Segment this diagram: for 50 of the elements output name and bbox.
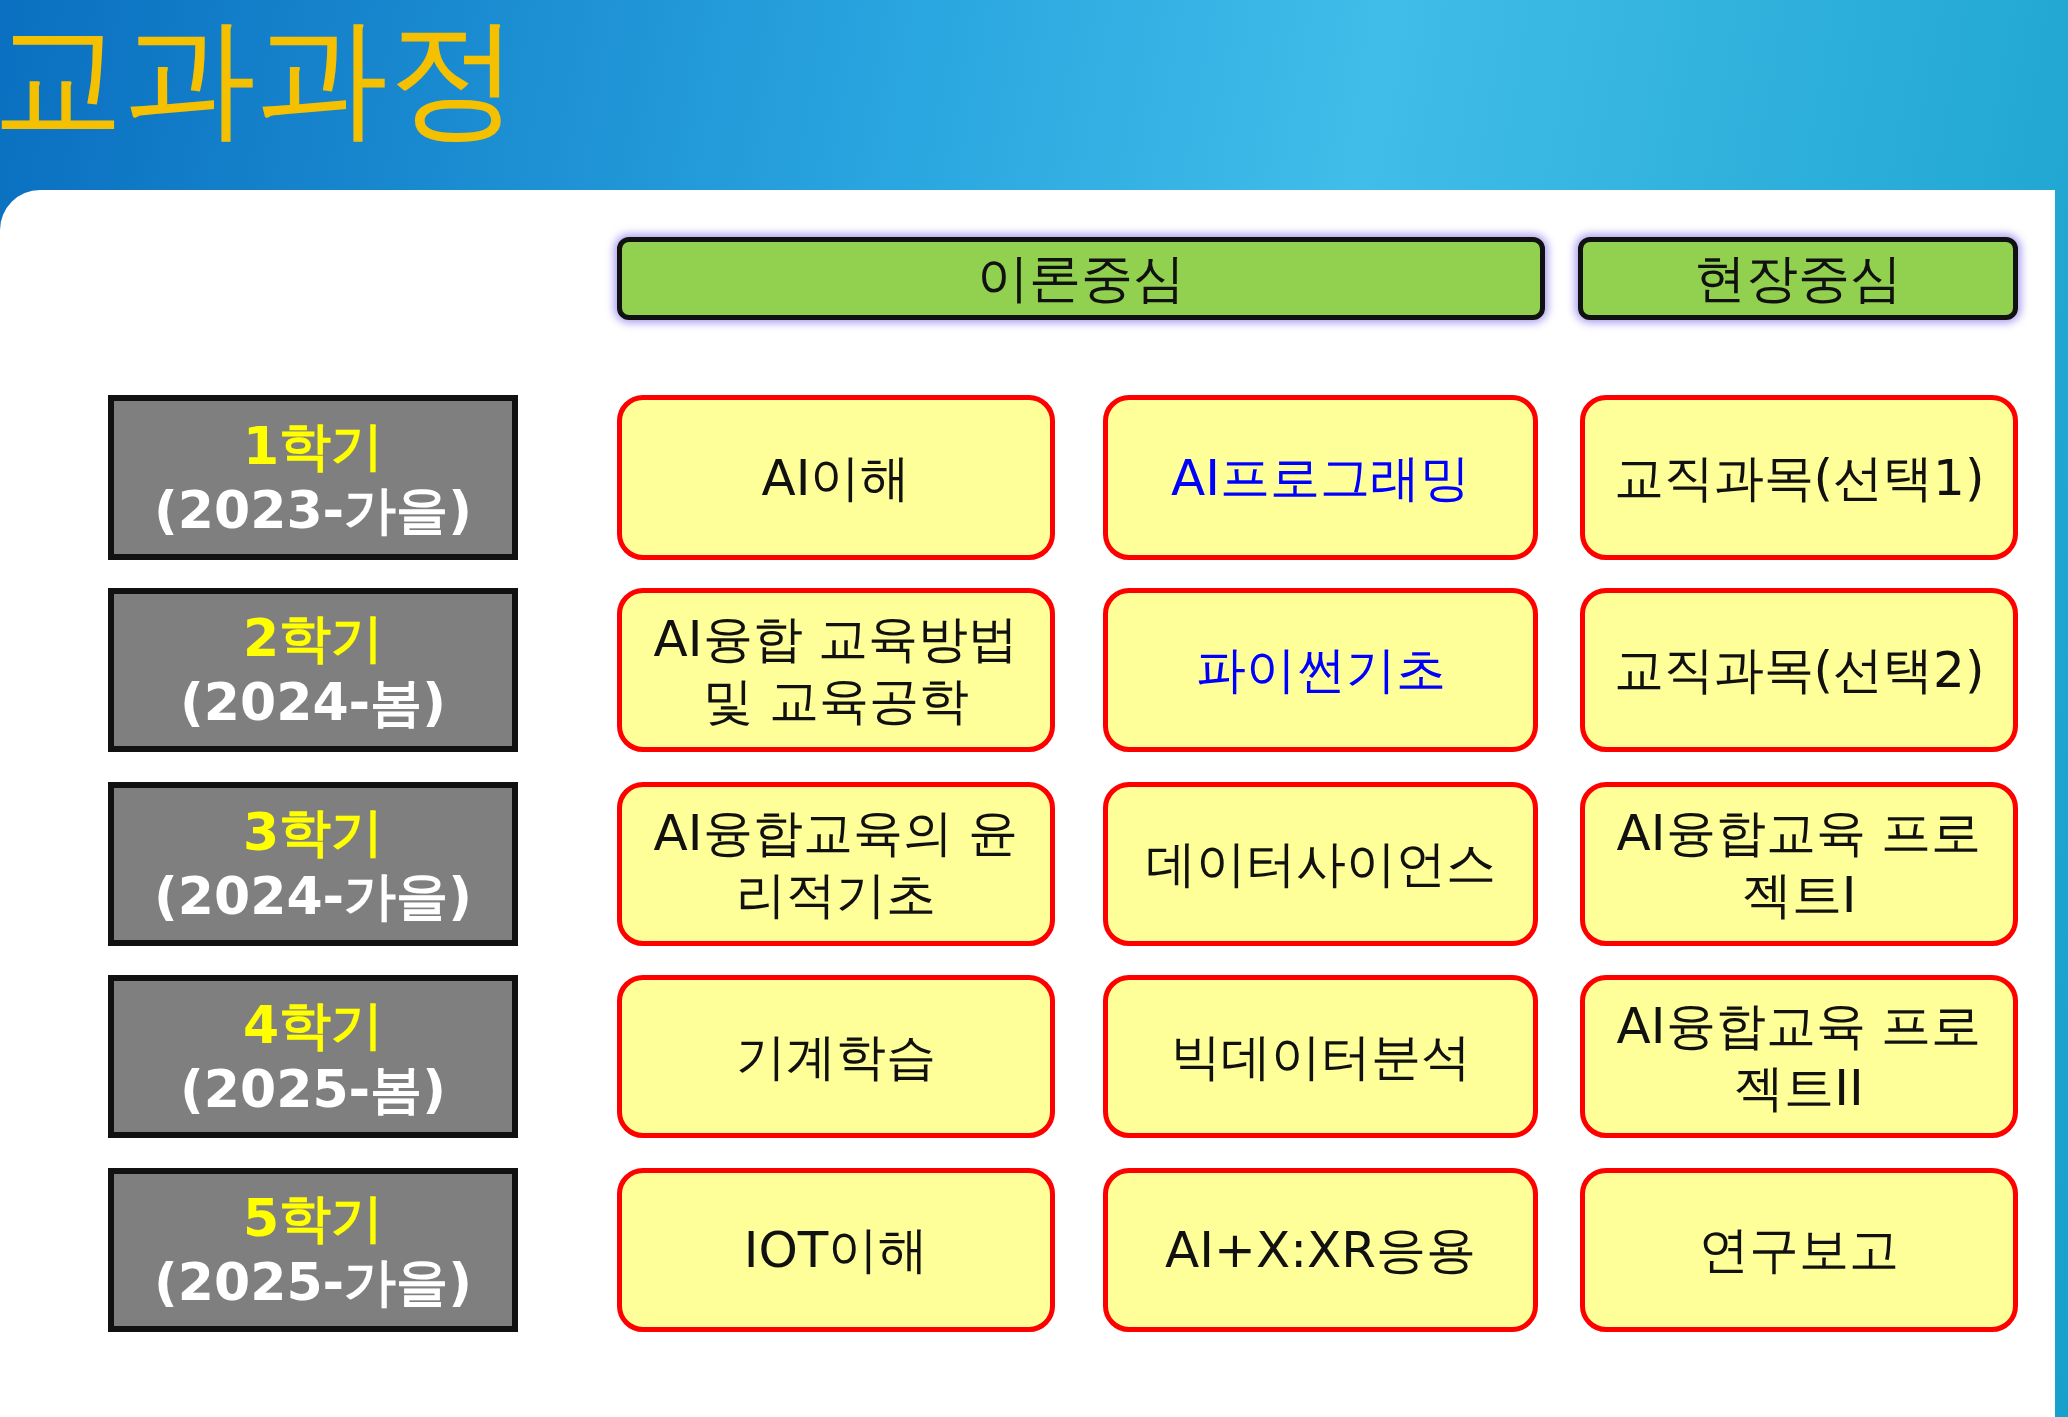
- course-box: [617, 782, 1055, 946]
- course-name: AI+X:XR응용: [1165, 1220, 1476, 1281]
- semester-label: 3학기: [242, 801, 384, 864]
- course-name: AI융합 교육방법 및 교육공학: [652, 609, 1020, 732]
- course-box: [617, 395, 1055, 560]
- course-name: AI융합교육의 윤리적기초: [652, 803, 1020, 926]
- course-name: 파이썬기초: [1195, 640, 1446, 701]
- semester-label: 5학기: [242, 1187, 384, 1250]
- semester-label: 1학기: [242, 414, 384, 478]
- semester-box: [108, 782, 518, 946]
- course-box: [1103, 588, 1538, 752]
- semester-date: (2025-봄): [180, 1057, 446, 1121]
- semester-box: [108, 588, 518, 752]
- course-name: AI융합교육 프로젝트I: [1615, 803, 1983, 926]
- course-box: [1103, 782, 1538, 946]
- page-title: 교과과정: [0, 2, 520, 152]
- semester-label: 4학기: [242, 993, 384, 1057]
- column-header: [617, 237, 1545, 320]
- course-box: [1580, 782, 2018, 946]
- course-box: [1103, 395, 1538, 560]
- course-box: [617, 975, 1055, 1138]
- course-box: [617, 588, 1055, 752]
- course-name: AI이해: [761, 447, 911, 509]
- semester-box: [108, 1168, 518, 1332]
- column-title: 현장중심: [1694, 246, 1902, 310]
- semester-date: (2025-가을): [154, 1251, 472, 1314]
- course-name: IOT이해: [743, 1220, 929, 1281]
- course-name: 데이터사이언스: [1145, 834, 1496, 895]
- semester-date: (2023-가을): [154, 478, 472, 542]
- course-box: [1103, 975, 1538, 1138]
- course-box: [617, 1168, 1055, 1332]
- course-name: 교직과목(선택1): [1613, 447, 1985, 509]
- course-name: 빅데이터분석: [1170, 1026, 1471, 1088]
- course-box: [1103, 1168, 1538, 1332]
- course-name: AI융합교육 프로젝트II: [1615, 995, 1983, 1119]
- course-name: 연구보고: [1699, 1220, 1899, 1281]
- course-name: 교직과목(선택2): [1613, 640, 1985, 701]
- course-name: AI프로그래밍: [1171, 447, 1470, 509]
- course-box: [1580, 395, 2018, 560]
- column-title: 이론중심: [977, 246, 1185, 310]
- semester-label: 2학기: [242, 607, 384, 670]
- semester-date: (2024-봄): [180, 671, 446, 734]
- course-name: 기계학습: [736, 1026, 936, 1088]
- course-box: [1580, 1168, 2018, 1332]
- semester-box: [108, 975, 518, 1138]
- column-header: [1578, 237, 2018, 320]
- course-box: [1580, 975, 2018, 1138]
- semester-box: [108, 395, 518, 560]
- course-box: [1580, 588, 2018, 752]
- semester-date: (2024-가을): [154, 865, 472, 928]
